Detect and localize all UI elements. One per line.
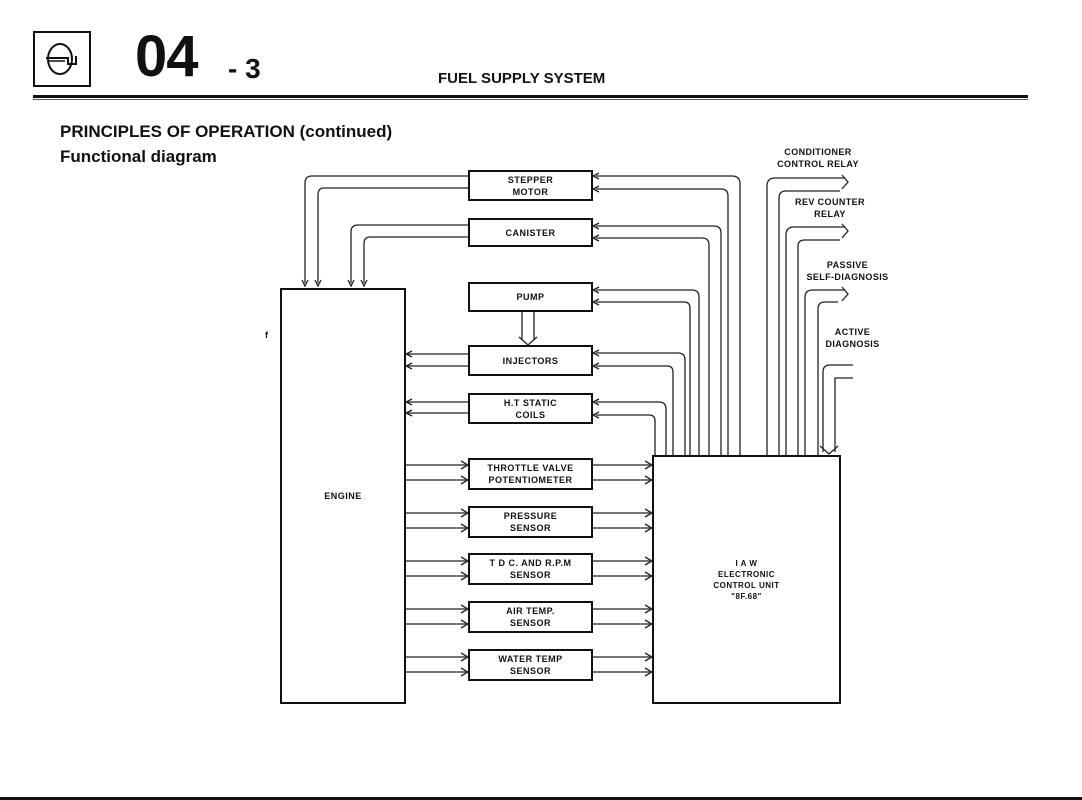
arrow-head xyxy=(591,398,600,406)
connector-ecu-conditioner-2 xyxy=(778,190,840,455)
arrow-head xyxy=(591,222,600,230)
arrow-head xyxy=(591,349,600,357)
actuator-canister: CANISTER xyxy=(468,218,593,247)
connector-canister-engine-1 xyxy=(350,224,468,283)
connector-ecu-passive-2 xyxy=(817,301,838,455)
connector-canister-engine-2 xyxy=(363,236,468,283)
connector-ecu-canister-2 xyxy=(596,237,710,455)
arrow-head xyxy=(591,411,600,419)
connector-ecu-canister-1 xyxy=(596,225,722,455)
output-active-diagnosis: ACTIVE DIAGNOSIS xyxy=(825,327,880,349)
connector-ecu-conditioner-1 xyxy=(766,177,845,455)
page-subheading: Functional diagram xyxy=(60,147,217,166)
connector-ecu-coils-2 xyxy=(596,414,656,455)
arrow-head xyxy=(591,286,600,294)
arrow-head xyxy=(591,185,600,193)
arrow-head xyxy=(301,279,309,288)
output-rev-counter-relay: REV COUNTER RELAY xyxy=(795,197,865,219)
engine-label: ENGINE xyxy=(324,491,362,501)
sensor-air-temp: AIR TEMP. SENSOR xyxy=(468,601,593,633)
connector-ecu-injectors-1 xyxy=(596,352,686,455)
actuator-stepper-motor: STEPPER MOTOR xyxy=(468,170,593,201)
arrow-head xyxy=(314,279,322,288)
arrow-head xyxy=(819,445,839,455)
connector-stepper-engine-1 xyxy=(304,175,468,283)
stray-mark: f xyxy=(265,330,268,340)
ecu-block: I A W ELECTRONIC CONTROL UNIT "8F.68" xyxy=(652,455,841,704)
sensor-water-temp: WATER TEMP SENSOR xyxy=(468,649,593,681)
arrow-head xyxy=(591,172,600,180)
connector-ecu-active-2 xyxy=(834,377,853,452)
output-conditioner-relay: CONDITIONER CONTROL RELAY xyxy=(777,147,859,169)
connector-ecu-coils-1 xyxy=(596,401,667,455)
sensor-throttle-valve: THROTTLE VALVE POTENTIOMETER xyxy=(468,458,593,490)
arrow-head xyxy=(591,234,600,242)
page-heading: PRINCIPLES OF OPERATION (continued) xyxy=(60,122,393,141)
arrow-head xyxy=(360,279,368,288)
arrow-head xyxy=(347,279,355,288)
connector-ecu-stepper-1 xyxy=(596,175,741,455)
connector-ecu-revcounter-1 xyxy=(785,226,845,455)
arrow-head xyxy=(591,362,600,370)
section-title: FUEL SUPPLY SYSTEM xyxy=(438,70,606,87)
connector-ecu-pump-2 xyxy=(596,301,691,455)
arrow-head xyxy=(841,174,849,190)
arrow-head xyxy=(404,409,413,417)
ecu-label: I A W ELECTRONIC CONTROL UNIT "8F.68" xyxy=(713,558,780,601)
output-passive-self-diagnosis: PASSIVE SELF-DIAGNOSIS xyxy=(806,260,889,282)
footer-rule xyxy=(0,797,1082,800)
actuator-ht-static-coils: H.T STATIC COILS xyxy=(468,393,593,424)
section-logo xyxy=(33,31,91,87)
connector-ecu-injectors-2 xyxy=(596,365,674,455)
arrow-head xyxy=(404,362,413,370)
actuator-injectors: INJECTORS xyxy=(468,345,593,376)
connector-ecu-passive-1 xyxy=(804,289,845,455)
engine-fuel-icon xyxy=(46,43,77,75)
sensor-tdc-rpm: T D C. AND R.P.M SENSOR xyxy=(468,553,593,585)
connector-ecu-active-1 xyxy=(822,364,853,452)
connector-ecu-revcounter-2 xyxy=(797,239,840,455)
arrow-head xyxy=(404,398,413,406)
section-subnumber: - 3 xyxy=(228,53,261,84)
section-number: 04 xyxy=(135,24,199,89)
actuator-pump: PUMP xyxy=(468,282,593,312)
header-rule-thin xyxy=(33,99,1028,100)
engine-block: ENGINE xyxy=(280,288,406,704)
connector-ecu-stepper-2 xyxy=(596,188,729,455)
arrow-head xyxy=(841,286,849,302)
sensor-pressure: PRESSURE SENSOR xyxy=(468,506,593,538)
connector-stepper-engine-2 xyxy=(317,187,468,283)
header-rule xyxy=(33,95,1028,98)
connector-ecu-pump-1 xyxy=(596,289,700,455)
arrow-head xyxy=(404,350,413,358)
arrow-head xyxy=(591,298,600,306)
arrow-head xyxy=(841,223,849,239)
